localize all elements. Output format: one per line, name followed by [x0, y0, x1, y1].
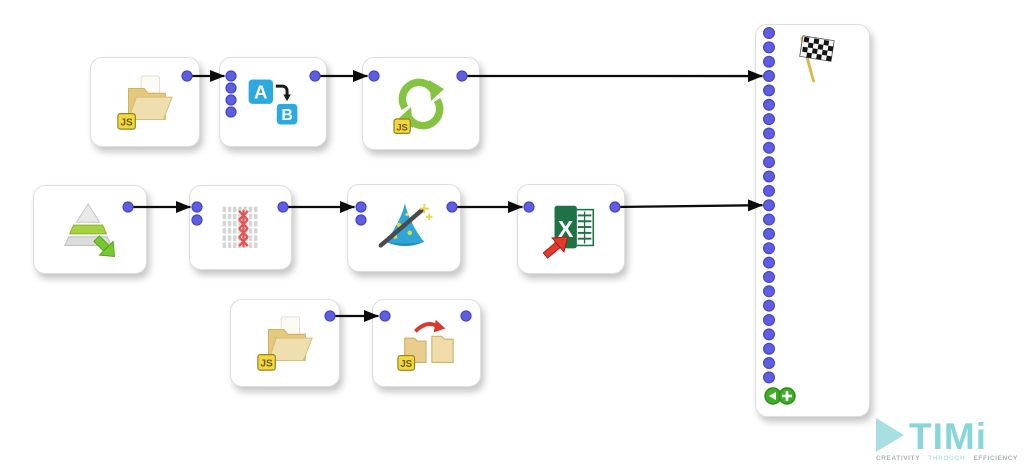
- refresh-loop-js-icon: JS: [393, 78, 444, 134]
- svg-text:JS: JS: [396, 122, 408, 133]
- input-port[interactable]: [355, 201, 367, 213]
- output-port[interactable]: [277, 201, 289, 213]
- input-port[interactable]: [762, 227, 775, 240]
- tagline-word: CREATIVITY: [876, 455, 921, 462]
- input-port[interactable]: [762, 213, 775, 226]
- input-port[interactable]: [762, 184, 775, 197]
- input-port[interactable]: [225, 106, 237, 118]
- input-port[interactable]: [762, 328, 775, 341]
- checkered-flag-icon: [799, 35, 835, 83]
- input-port[interactable]: [762, 357, 775, 370]
- timi-logo: TIMi CREATIVITY THROUGH EFFICIENCY: [876, 415, 1018, 462]
- timi-brand-text: TIMi: [909, 415, 987, 457]
- input-port[interactable]: [762, 41, 775, 54]
- input-port[interactable]: [368, 70, 380, 82]
- output-port[interactable]: [181, 70, 193, 82]
- input-port[interactable]: [762, 156, 775, 169]
- input-port[interactable]: [762, 141, 775, 154]
- input-port[interactable]: [762, 27, 775, 40]
- input-port[interactable]: [762, 256, 775, 269]
- output-port[interactable]: [456, 70, 468, 82]
- wizard-hat-icon: [378, 202, 433, 248]
- pyramid-export-icon: [64, 202, 116, 257]
- tagline-word: EFFICIENCY: [973, 455, 1018, 462]
- add-port-button[interactable]: [778, 387, 796, 405]
- output-port[interactable]: [609, 201, 621, 213]
- input-port[interactable]: [762, 314, 775, 327]
- input-port[interactable]: [191, 214, 203, 226]
- folder-open-js-icon: JS: [117, 75, 173, 130]
- input-port[interactable]: [762, 98, 775, 111]
- timi-play-triangle-icon: [876, 418, 904, 452]
- input-port[interactable]: [762, 170, 775, 183]
- input-port[interactable]: [762, 285, 775, 298]
- folder-open-js-icon: JS: [257, 316, 313, 371]
- output-port[interactable]: [122, 201, 134, 213]
- svg-text:JS: JS: [260, 359, 273, 370]
- node-folder-copy-js[interactable]: JS: [372, 299, 481, 387]
- timi-tagline: CREATIVITY THROUGH EFFICIENCY: [876, 455, 1018, 462]
- input-port[interactable]: [225, 82, 237, 94]
- node-excel-import[interactable]: X: [517, 184, 625, 274]
- input-port[interactable]: [762, 242, 775, 255]
- input-port[interactable]: [379, 310, 391, 322]
- input-port[interactable]: [355, 214, 367, 226]
- input-port[interactable]: [523, 201, 535, 213]
- input-port[interactable]: [762, 299, 775, 312]
- svg-text:B: B: [281, 107, 293, 124]
- node-wizard-hat[interactable]: [347, 184, 461, 272]
- tagline-word: THROUGH: [928, 455, 966, 462]
- input-port[interactable]: [191, 201, 203, 213]
- input-port[interactable]: [225, 70, 237, 82]
- input-port[interactable]: [762, 113, 775, 126]
- svg-text:A: A: [254, 81, 268, 102]
- node-table-filter[interactable]: [189, 185, 292, 270]
- svg-text:JS: JS: [120, 118, 133, 129]
- folder-copy-js-icon: JS: [396, 319, 454, 371]
- output-port[interactable]: [309, 70, 321, 82]
- input-port[interactable]: [762, 55, 775, 68]
- table-filter-red-icon: [222, 206, 257, 248]
- translate-ab-icon: A B: [248, 79, 298, 125]
- output-port[interactable]: [324, 310, 336, 322]
- node-pyramid-export[interactable]: [33, 185, 147, 274]
- node-translate-ab[interactable]: A B: [219, 57, 327, 147]
- input-port[interactable]: [762, 127, 775, 140]
- output-port[interactable]: [446, 201, 458, 213]
- input-port[interactable]: [225, 94, 237, 106]
- input-port[interactable]: [762, 84, 775, 97]
- svg-text:JS: JS: [400, 359, 412, 370]
- input-port[interactable]: [762, 70, 775, 83]
- connection-arrow[interactable]: [614, 199, 763, 212]
- output-port[interactable]: [460, 310, 472, 322]
- input-port[interactable]: [762, 342, 775, 355]
- node-read-folder-js[interactable]: JS: [90, 57, 200, 147]
- input-port[interactable]: [762, 199, 775, 212]
- node-read-folder-js-2[interactable]: JS: [230, 299, 340, 387]
- input-port[interactable]: [762, 371, 775, 384]
- excel-import-icon: X: [542, 205, 595, 259]
- input-port[interactable]: [762, 270, 775, 283]
- port-buttons: [764, 387, 796, 405]
- svg-text:X: X: [558, 216, 574, 242]
